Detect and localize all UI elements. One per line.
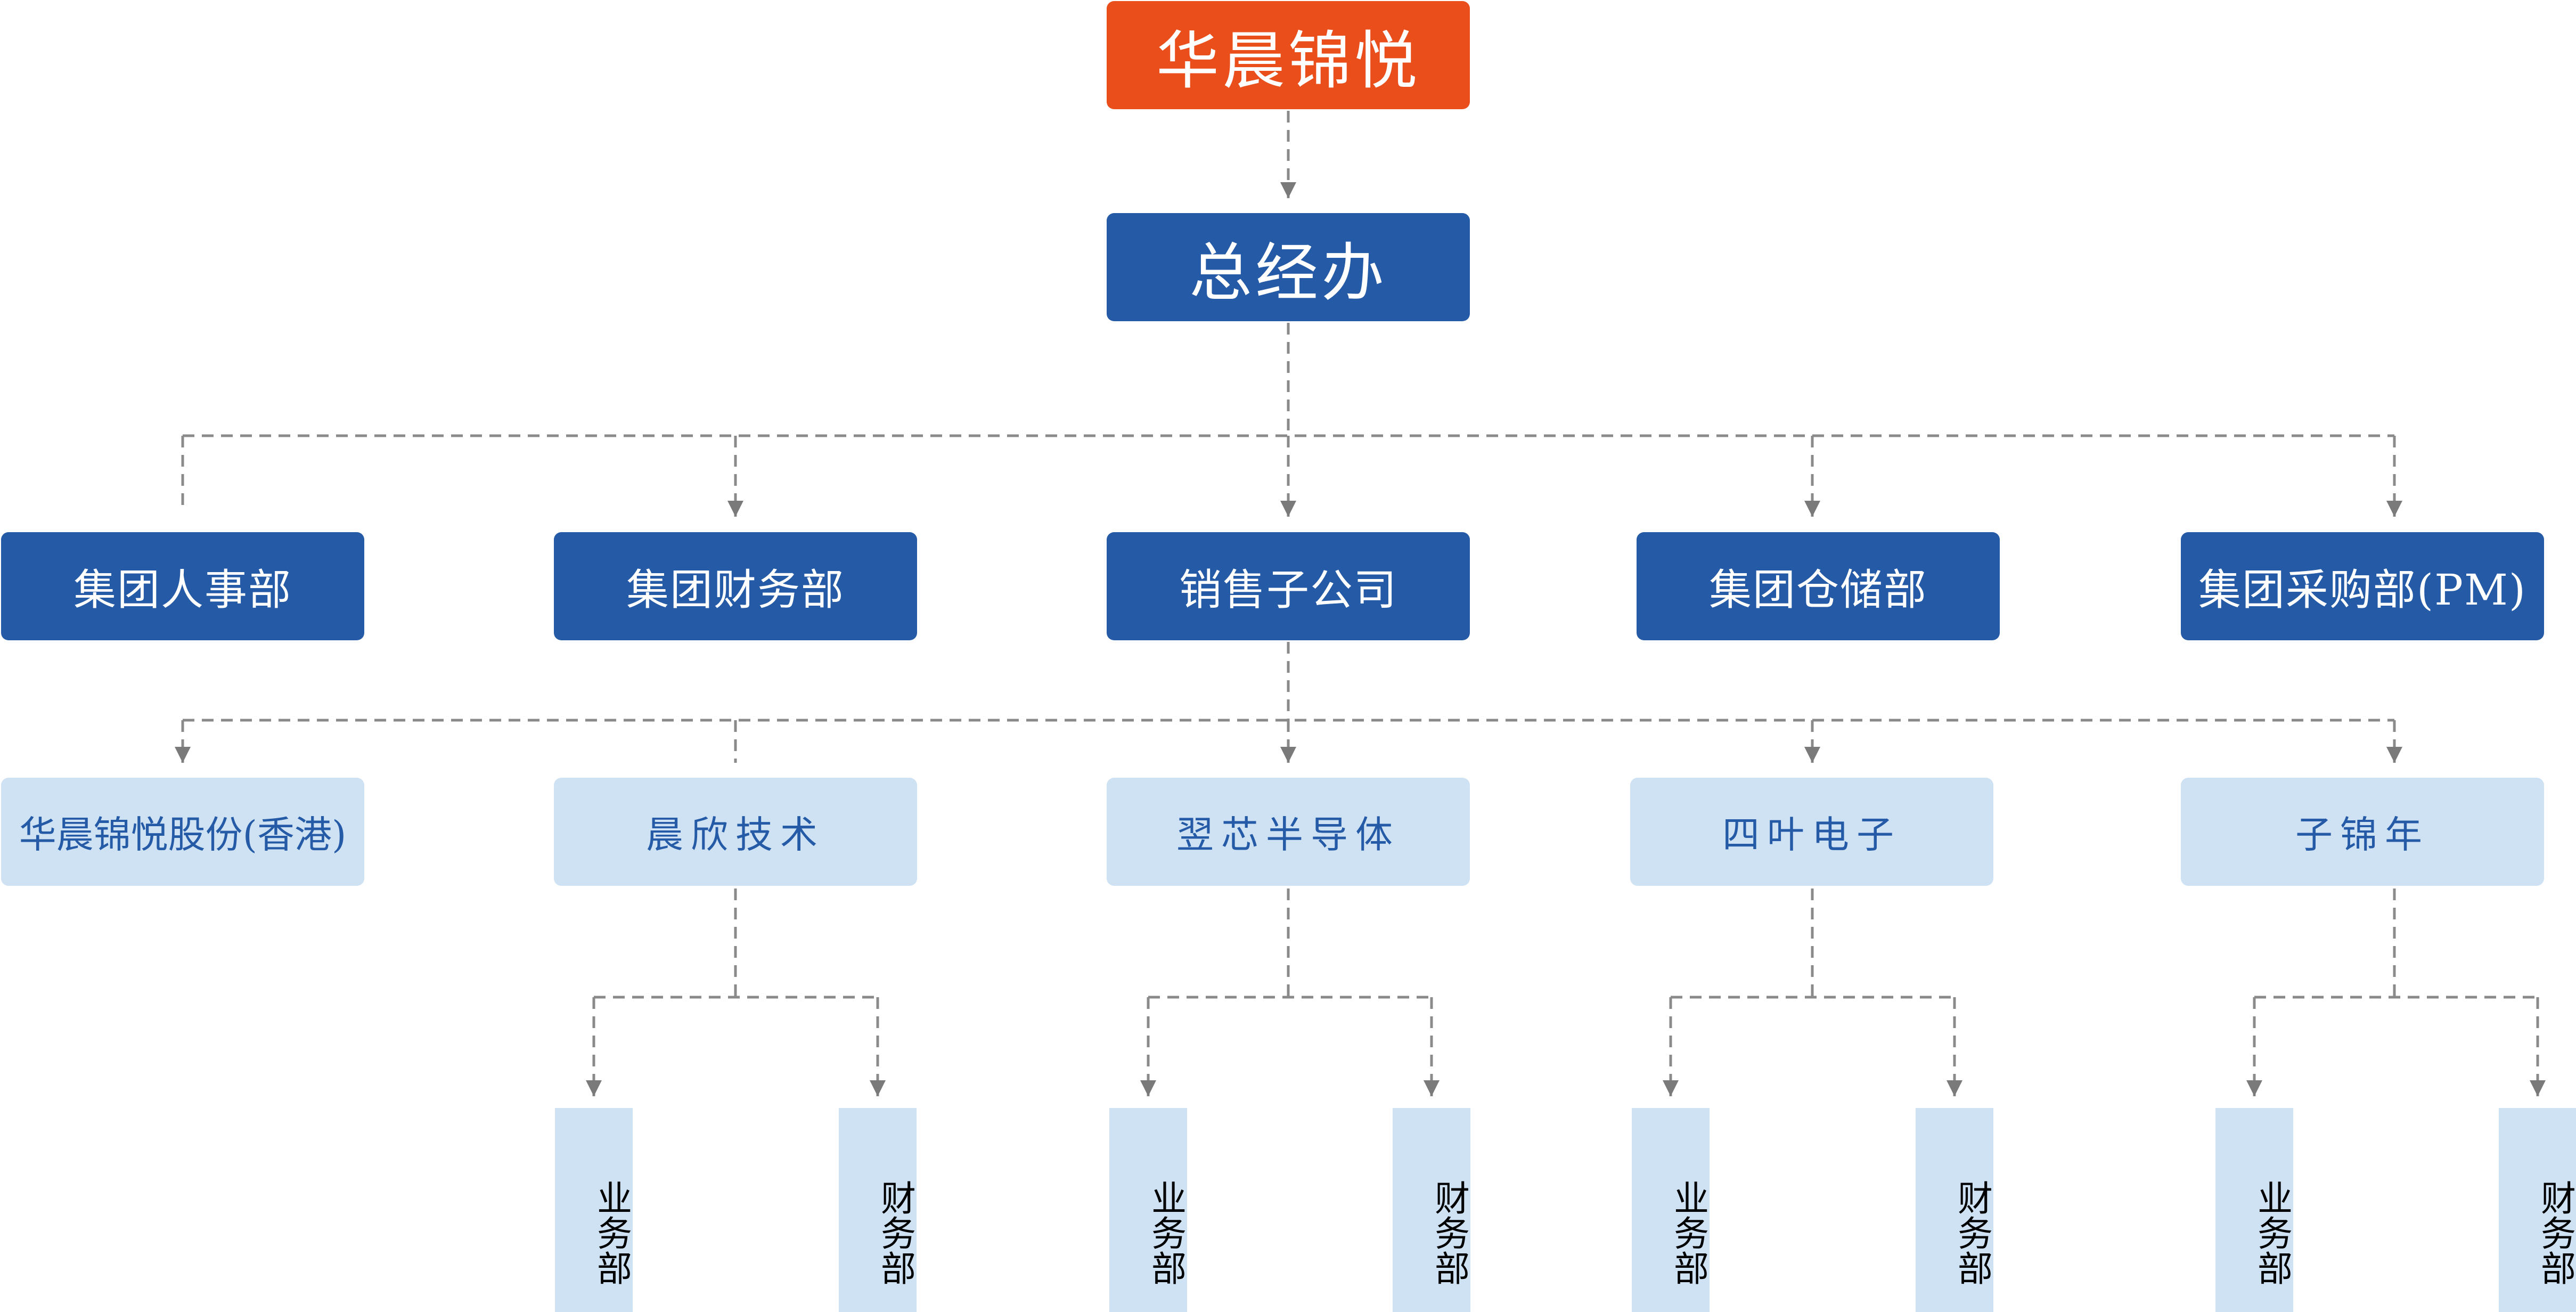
org-root-box: 华晨锦悦 — [1107, 1, 1470, 109]
subsidiary-siye-box: 四叶电子 — [1630, 778, 1993, 886]
dept-sales-subsidiary-box: 销售子公司 — [1107, 532, 1470, 640]
subsidiary-chenxin-box: 晨欣技术 — [554, 778, 917, 886]
unit-business-box: 业务部 — [1632, 1108, 1710, 1312]
subsidiary-hk-box: 华晨锦悦股份(香港) — [1, 778, 364, 886]
unit-business-box: 业务部 — [2215, 1108, 2293, 1312]
dept-hr-box: 集团人事部 — [1, 532, 364, 640]
subsidiary-yixin-box: 翌芯半导体 — [1107, 778, 1470, 886]
dept-warehouse-box: 集团仓储部 — [1637, 532, 2000, 640]
unit-finance-box: 财务部 — [1393, 1108, 1470, 1312]
unit-finance-box: 财务部 — [839, 1108, 917, 1312]
unit-finance-box: 财务部 — [1916, 1108, 1993, 1312]
unit-business-box: 业务部 — [1109, 1108, 1187, 1312]
general-office-box: 总经办 — [1107, 213, 1470, 321]
dept-finance-box: 集团财务部 — [554, 532, 917, 640]
unit-business-box: 业务部 — [555, 1108, 633, 1312]
dept-procurement-box: 集团采购部(PM) — [2181, 532, 2544, 640]
unit-finance-box: 财务部 — [2499, 1108, 2576, 1312]
subsidiary-zijinnian-box: 子锦年 — [2181, 778, 2544, 886]
